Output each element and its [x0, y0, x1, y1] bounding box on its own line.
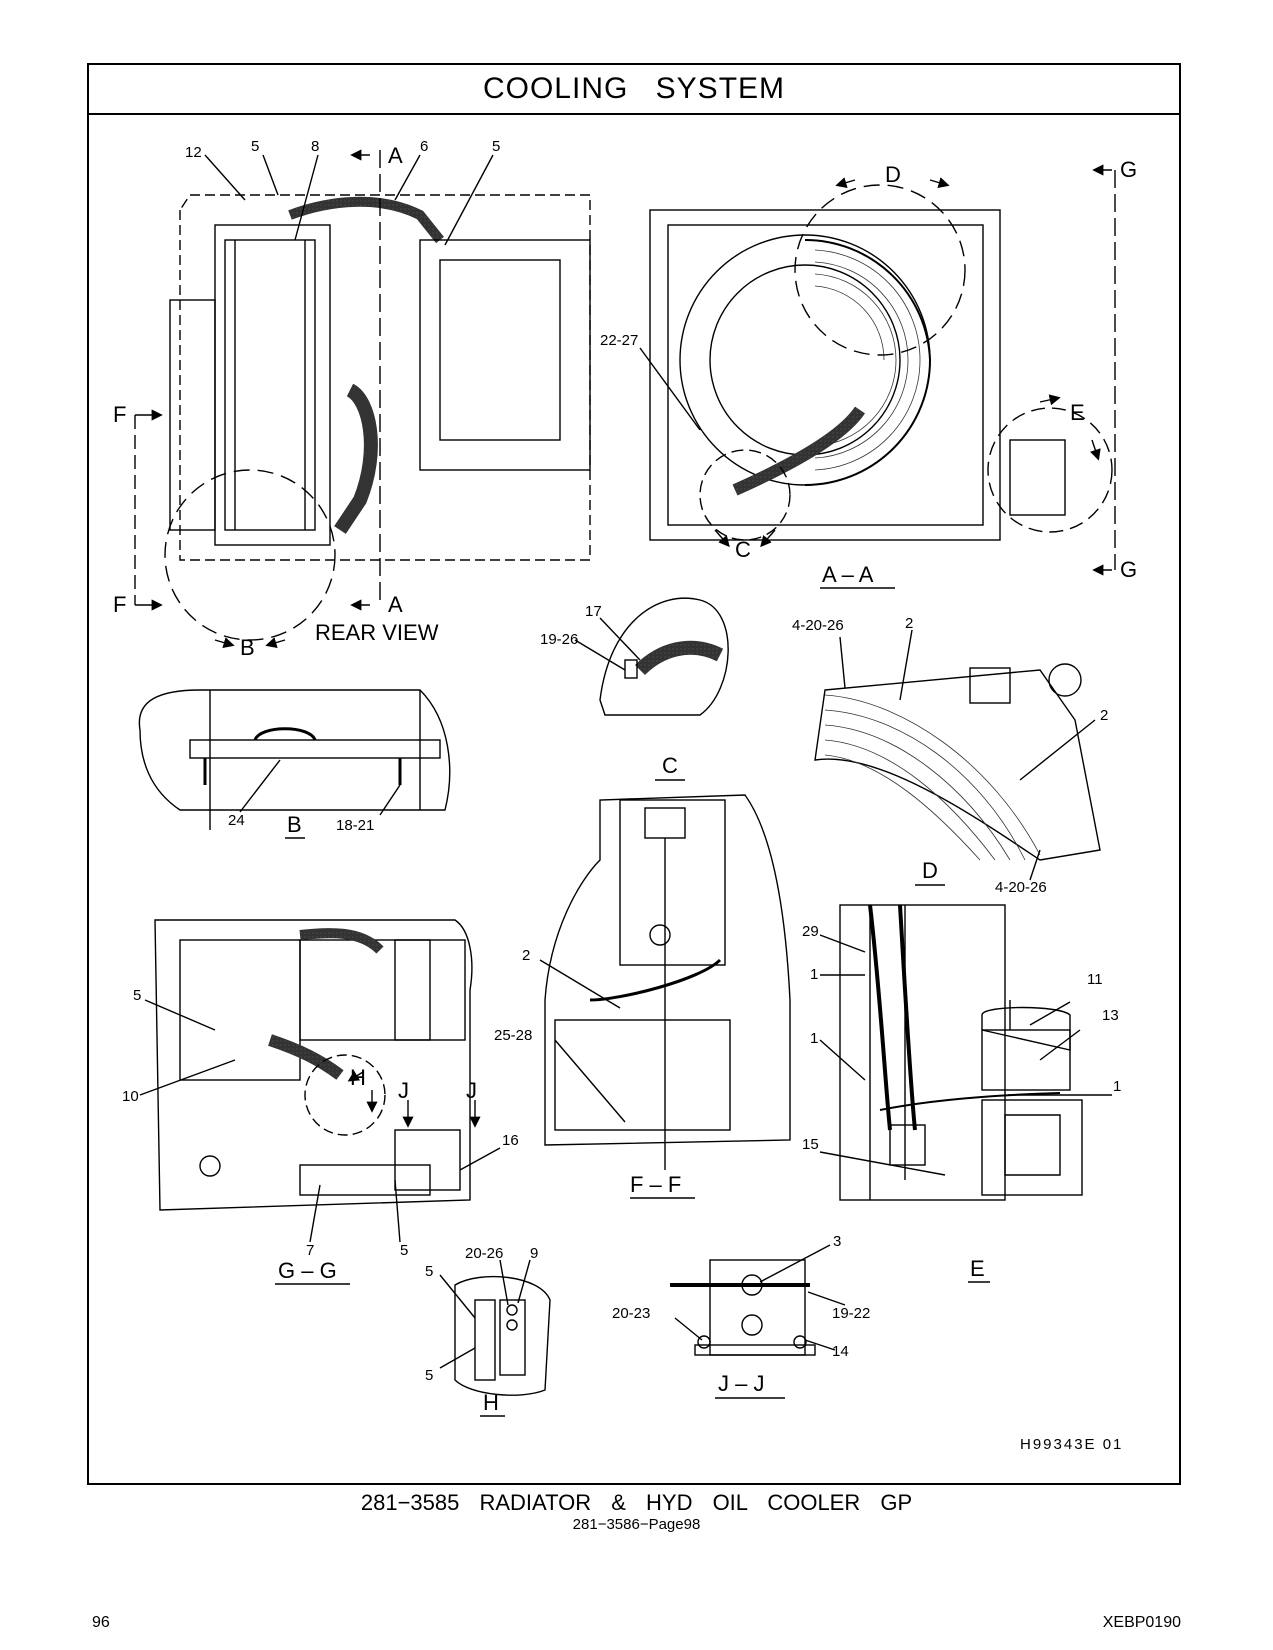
callout-13: 13: [1102, 1007, 1119, 1024]
group-reference: 281−3586−Page98: [572, 1516, 701, 1533]
document-id: XEBP0190: [1102, 1614, 1181, 1631]
section-ff-title: F – F: [630, 1172, 681, 1197]
group-title: 281−3585 RADIATOR & HYD OIL COOLER GP: [360, 1490, 913, 1515]
section-gg: [139, 919, 501, 1285]
callout-20-26: 20-26: [465, 1245, 503, 1262]
callout-5-upper: 5: [425, 1263, 433, 1280]
callout-16: 16: [502, 1132, 519, 1149]
detail-e-title: E: [970, 1256, 985, 1281]
page-number: 96: [92, 1614, 110, 1631]
section-ff: [539, 794, 791, 1199]
section-marker-f-top: F: [113, 402, 126, 427]
callout-17: 17: [585, 603, 602, 620]
callout-5-lower: 5: [425, 1367, 433, 1384]
detail-b-labels: 24 18-21 B: [228, 812, 374, 837]
callout-24: 24: [228, 812, 245, 829]
callout-10: 10: [122, 1088, 139, 1105]
detail-marker-d: D: [885, 162, 901, 187]
section-marker-f-bottom: F: [113, 592, 126, 617]
callout-18-21: 18-21: [336, 817, 374, 834]
callout-11: 11: [1087, 971, 1103, 988]
callout-7: 7: [306, 1242, 314, 1259]
detail-h-title: H: [483, 1390, 499, 1415]
section-marker-a-bottom: A: [388, 592, 403, 617]
callout-5: 5: [492, 138, 500, 155]
section-jj-labels: 3 20-23 19-22 14 J – J: [612, 1233, 870, 1396]
detail-marker-b: B: [240, 635, 255, 660]
callout-20-23: 20-23: [612, 1305, 650, 1322]
detail-d-labels: 4-20-26 2 2 4-20-26 D: [792, 615, 1108, 896]
section-jj: [670, 1244, 846, 1399]
detail-c: [574, 597, 729, 781]
callout-2-right: 2: [1100, 707, 1108, 724]
rear-view: [134, 149, 591, 649]
section-aa-title: A – A: [822, 562, 874, 587]
detail-h-labels: 20-26 9 5 5 H: [425, 1245, 538, 1415]
callout-2-top: 2: [905, 615, 913, 632]
section-jj-title: J – J: [718, 1371, 764, 1396]
drawing-frame: COOLING SYSTEM: [87, 63, 1181, 1485]
callout-5: 5: [251, 138, 259, 155]
detail-b: [138, 689, 451, 839]
section-marker-a-top: A: [388, 143, 403, 168]
detail-b-title: B: [287, 812, 302, 837]
callout-19-22: 19-22: [832, 1305, 870, 1322]
section-aa: [639, 164, 1116, 589]
section-gg-title: G – G: [278, 1258, 337, 1283]
callout-6: 6: [420, 138, 428, 155]
illustration-id: H99343E 01: [1020, 1436, 1123, 1453]
detail-marker-e: E: [1070, 400, 1085, 425]
detail-e-labels: 29 1 1 11 13 1 15 E: [802, 923, 1121, 1281]
callout-5: 5: [133, 987, 141, 1004]
callout-4-20-26-top: 4-20-26: [792, 617, 844, 634]
callout-29: 29: [802, 923, 819, 940]
callout-3: 3: [833, 1233, 841, 1250]
section-aa-labels: 22-27 D E C G G A – A: [600, 157, 1137, 587]
callout-1-upper: 1: [810, 966, 818, 983]
detail-d-title: D: [922, 858, 938, 883]
section-gg-labels: 5 10 16 7 5 H J J G – G: [122, 987, 519, 1283]
callout-12: 12: [185, 144, 202, 161]
section-marker-g-top: G: [1120, 157, 1137, 182]
detail-marker-h: H: [350, 1065, 366, 1090]
callout-1-middle: 1: [810, 1030, 818, 1047]
callout-15: 15: [802, 1136, 819, 1153]
callout-22-27: 22-27: [600, 332, 638, 349]
section-marker-g-bottom: G: [1120, 557, 1137, 582]
rear-view-title: REAR VIEW: [315, 620, 439, 645]
detail-d: [814, 629, 1101, 886]
detail-marker-c: C: [735, 537, 751, 562]
detail-h: [439, 1259, 551, 1417]
section-ff-labels: 2 25-28 F – F: [494, 947, 681, 1197]
detail-c-title: C: [662, 753, 678, 778]
rear-view-labels: 12 5 8 6 5 A A F F B REAR VIEW: [113, 138, 500, 660]
detail-e: [819, 904, 1112, 1283]
callout-19-26: 19-26: [540, 631, 578, 648]
callout-14: 14: [832, 1343, 849, 1360]
callout-4-20-26-bottom: 4-20-26: [995, 879, 1047, 896]
callout-25-28: 25-28: [494, 1027, 532, 1044]
detail-c-labels: 17 19-26 C: [540, 603, 678, 778]
section-marker-j-right: J: [466, 1078, 477, 1103]
callout-5: 5: [400, 1242, 408, 1259]
callout-9: 9: [530, 1245, 538, 1262]
callout-8: 8: [311, 138, 319, 155]
title-bar: COOLING SYSTEM: [89, 65, 1179, 115]
callout-2: 2: [522, 947, 530, 964]
page-title: COOLING SYSTEM: [482, 72, 786, 105]
section-marker-j-left: J: [398, 1078, 409, 1103]
callout-1-right: 1: [1113, 1078, 1121, 1095]
